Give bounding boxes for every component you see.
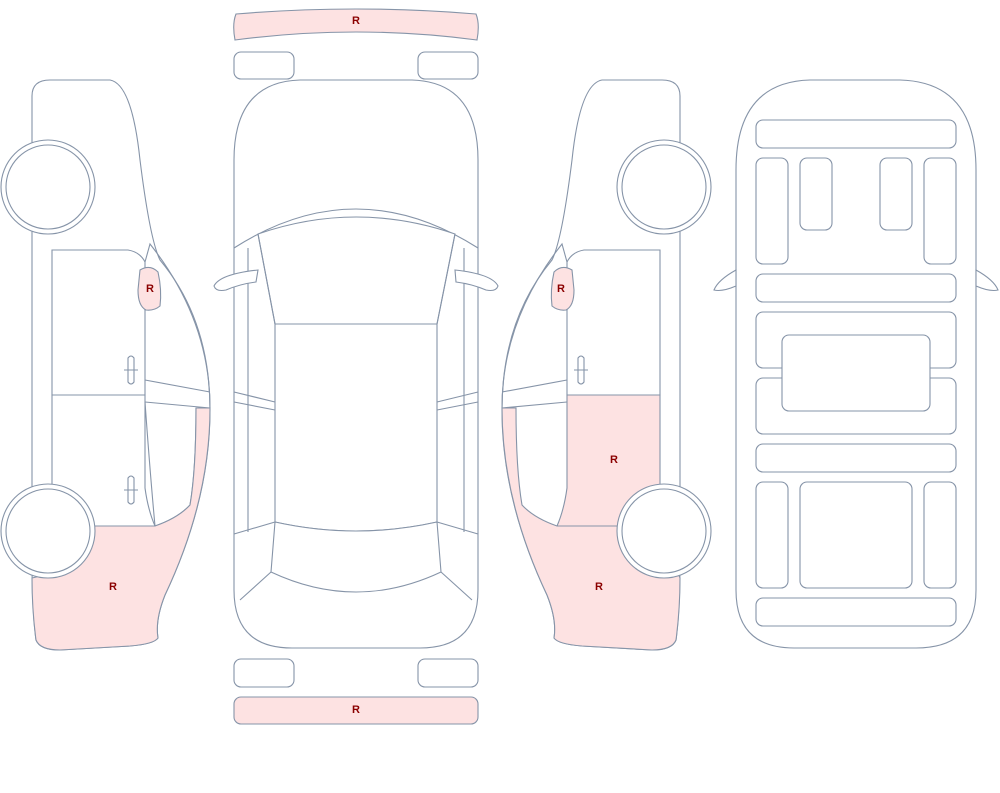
right-c-pillar (436, 521, 479, 601)
left-mirror[interactable] (137, 266, 162, 311)
right-rear-wheel[interactable] (616, 483, 712, 579)
front-left-headlight[interactable] (233, 51, 295, 80)
right-mirror[interactable] (550, 266, 575, 311)
left-mirror-top[interactable] (213, 269, 259, 292)
right-pillar-line-2 (436, 233, 456, 325)
right-front-door[interactable] (566, 249, 661, 396)
right-rear-door-mark: R (610, 454, 618, 466)
right-rear-wheel-rim (621, 488, 707, 574)
right-rear-quarter-panel[interactable] (501, 407, 681, 651)
right-mirror-mark: R (557, 283, 565, 295)
right-window-frame (501, 242, 568, 409)
roof[interactable] (274, 323, 438, 532)
rear-bumper[interactable] (233, 696, 479, 725)
trunk-floor[interactable] (799, 481, 913, 589)
left-side-view: R R (0, 79, 211, 651)
interior-view (713, 79, 999, 649)
hood-line (233, 208, 479, 249)
right-front-door-panel[interactable] (923, 157, 957, 265)
front-bumper-mark: R (352, 15, 360, 27)
right-rear-door-panel[interactable] (923, 481, 957, 589)
windshield[interactable] (257, 216, 456, 325)
right-mirror-top[interactable] (454, 269, 499, 292)
trunk-rear[interactable] (755, 597, 957, 627)
left-rear-door-handle[interactable] (124, 475, 138, 505)
front-bumper[interactable] (233, 8, 479, 41)
left-rear-wheel[interactable] (0, 483, 96, 579)
front-carpet[interactable] (755, 273, 957, 303)
rear-left-taillight[interactable] (233, 658, 295, 688)
right-front-wheel[interactable] (616, 139, 712, 235)
top-view: R R (213, 8, 499, 725)
passenger-seat[interactable] (879, 157, 913, 231)
right-side-view: R R R (501, 79, 712, 651)
front-right-headlight[interactable] (417, 51, 479, 80)
interior-right-mirror[interactable] (975, 269, 999, 292)
left-window-frame (144, 242, 211, 409)
left-front-wheel[interactable] (0, 139, 96, 235)
interior-left-mirror[interactable] (713, 269, 737, 292)
left-b-pillar (233, 391, 276, 411)
center-console[interactable] (781, 334, 931, 412)
left-rear-quarter-mark: R (109, 581, 117, 593)
left-front-wheel-rim (5, 144, 91, 230)
right-front-door-handle[interactable] (574, 355, 588, 385)
dashboard[interactable] (755, 119, 957, 149)
right-rear-quarter-mark: R (595, 581, 603, 593)
left-pillar-line-2 (257, 233, 276, 325)
driver-seat[interactable] (799, 157, 833, 231)
left-front-door-panel[interactable] (755, 157, 789, 265)
right-b-pillar (436, 391, 479, 411)
rear-window[interactable] (270, 521, 442, 593)
rear-bumper-mark: R (352, 704, 360, 716)
left-mirror-mark: R (146, 283, 154, 295)
left-front-door-handle[interactable] (124, 355, 138, 385)
right-front-wheel-rim (621, 144, 707, 230)
left-front-door[interactable] (51, 249, 146, 396)
left-rear-door-panel[interactable] (755, 481, 789, 589)
left-rear-wheel-rim (5, 488, 91, 574)
left-c-pillar (233, 521, 276, 601)
rear-carpet[interactable] (755, 443, 957, 473)
rear-right-taillight[interactable] (417, 658, 479, 688)
